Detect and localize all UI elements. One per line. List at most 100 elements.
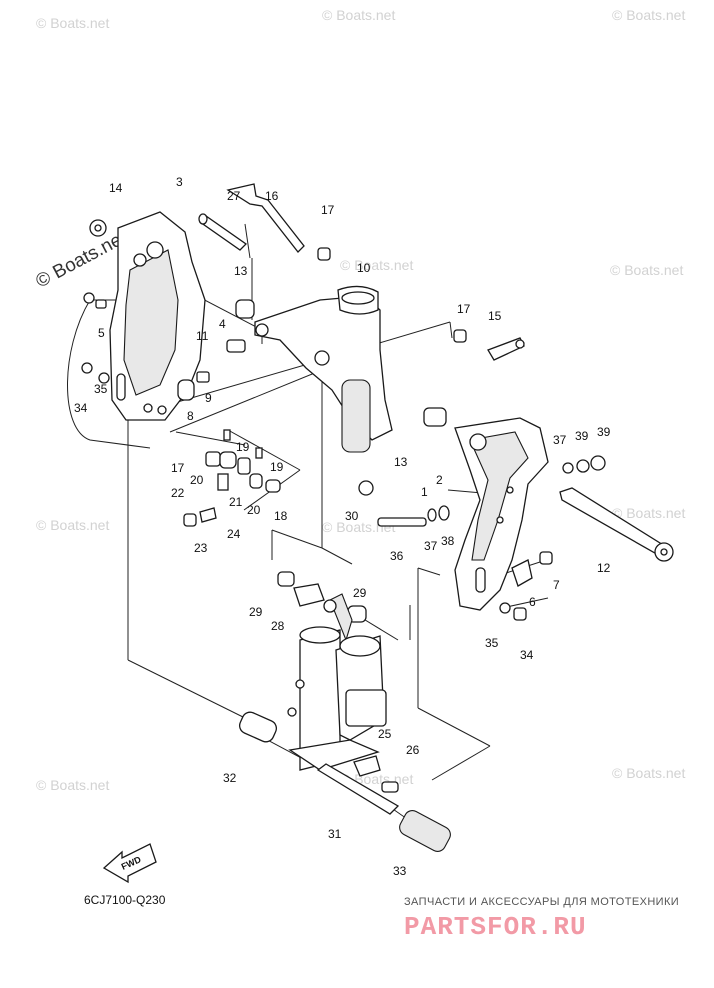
callout-33: 33 [393, 864, 407, 878]
clip-30 [358, 480, 374, 496]
callout-26: 26 [406, 743, 420, 757]
callout-1: 1 [421, 485, 428, 499]
lower-parts [238, 711, 451, 852]
callout-27: 27 [227, 189, 241, 203]
screw-9 [196, 371, 210, 383]
pins [198, 183, 525, 361]
shop-logo: PARTSFOR.RU [404, 912, 587, 942]
bush-13 [235, 299, 255, 319]
callout-29b: 29 [353, 586, 367, 600]
washer-35b [499, 602, 511, 614]
callout-13b: 13 [394, 455, 408, 469]
callout-23: 23 [194, 541, 208, 555]
callout-38: 38 [441, 534, 455, 548]
washer-5 [83, 292, 95, 304]
bolt-17b [453, 329, 467, 343]
watermark: © Boats.net [322, 519, 395, 535]
callout-22: 22 [171, 486, 185, 500]
callout-25: 25 [378, 727, 392, 741]
callout-numbers: 14 3 27 16 17 13 10 5 4 11 34 35 8 9 17 … [74, 175, 611, 878]
bush-21 [237, 457, 251, 475]
callout-15: 15 [488, 309, 502, 323]
shaft-31 [316, 763, 400, 815]
screw-23 [183, 513, 197, 527]
bracket-25 [353, 755, 381, 777]
screw-7 [539, 551, 553, 565]
callout-39b: 39 [597, 425, 611, 439]
screw-11 [226, 339, 246, 353]
through-bolt [559, 487, 674, 562]
callout-21: 21 [229, 495, 243, 509]
callout-4: 4 [219, 317, 226, 331]
callout-20b: 20 [247, 503, 261, 517]
callout-7: 7 [553, 578, 560, 592]
callout-37: 37 [553, 433, 567, 447]
bolt-34b [513, 607, 527, 621]
watermark: © Boats.net [36, 777, 109, 793]
screw-26 [381, 781, 399, 793]
watermark-large: © Boats.net [32, 227, 130, 293]
callout-35: 35 [94, 382, 108, 396]
callout-11: 11 [196, 329, 209, 343]
plate-6 [511, 559, 533, 587]
washer-37 [562, 462, 574, 474]
callout-39: 39 [575, 429, 589, 443]
callout-28: 28 [271, 619, 285, 633]
callout-2: 2 [436, 473, 443, 487]
callout-36: 36 [390, 549, 404, 563]
callout-32: 32 [223, 771, 237, 785]
bush-18 [265, 479, 281, 493]
bolt-36 [377, 517, 427, 527]
bush-32 [238, 711, 278, 743]
bush-28 [293, 583, 325, 607]
bush-13b [423, 407, 447, 427]
callout-34b: 34 [520, 648, 534, 662]
shop-tagline: ЗАПЧАСТИ И АКСЕССУАРЫ ДЛЯ МОТОТЕХНИКИ [404, 896, 679, 908]
shop-branding: ЗАПЧАСТИ И АКСЕССУАРЫ ДЛЯ МОТОТЕХНИКИ PA… [404, 896, 679, 942]
watermark: © Boats.net [610, 262, 683, 278]
left-clamp-bracket [109, 211, 206, 421]
watermark: © Boats.net [36, 15, 109, 31]
callout-17c: 17 [171, 461, 185, 475]
callout-16: 16 [265, 189, 279, 203]
callout-30: 30 [345, 509, 359, 523]
nut-39 [590, 455, 606, 471]
plate-8 [177, 379, 195, 401]
callout-12: 12 [597, 561, 611, 575]
fwd-arrow-icon: FWD [102, 843, 157, 884]
bush-29 [277, 571, 295, 587]
watermark: © Boats.net [36, 517, 109, 533]
washer-38 [438, 505, 450, 521]
callout-17b: 17 [457, 302, 471, 316]
watermark: © Boats.net [340, 257, 413, 273]
callout-19b: 19 [270, 460, 284, 474]
callout-9: 9 [205, 391, 212, 405]
callout-35b: 35 [485, 636, 499, 650]
callout-29: 29 [249, 605, 263, 619]
callout-10: 10 [357, 261, 371, 275]
callout-17: 17 [321, 203, 335, 217]
watermark: © Boats.net [612, 765, 685, 781]
callout-14: 14 [109, 181, 123, 195]
watermark: © Boats.net [612, 7, 685, 23]
washer-37b [427, 508, 437, 522]
callout-34: 34 [74, 401, 88, 415]
diagram-code: 6CJ7100-Q230 [84, 893, 166, 907]
spring-22 [217, 473, 229, 491]
callout-19: 19 [236, 440, 250, 454]
fasteners [81, 219, 606, 793]
callout-5: 5 [98, 326, 105, 340]
callout-8: 8 [187, 409, 194, 423]
washer-39 [576, 459, 590, 473]
callout-6: 6 [529, 595, 536, 609]
swivel-bracket [254, 285, 393, 453]
clip-24 [199, 507, 217, 523]
bolt-17 [317, 247, 331, 261]
callout-13: 13 [234, 264, 248, 278]
callout-31: 31 [328, 827, 342, 841]
callout-20: 20 [190, 473, 204, 487]
callout-18: 18 [274, 509, 288, 523]
callout-37b: 37 [424, 539, 438, 553]
spring-33 [399, 810, 451, 852]
pin-19b [255, 447, 263, 459]
